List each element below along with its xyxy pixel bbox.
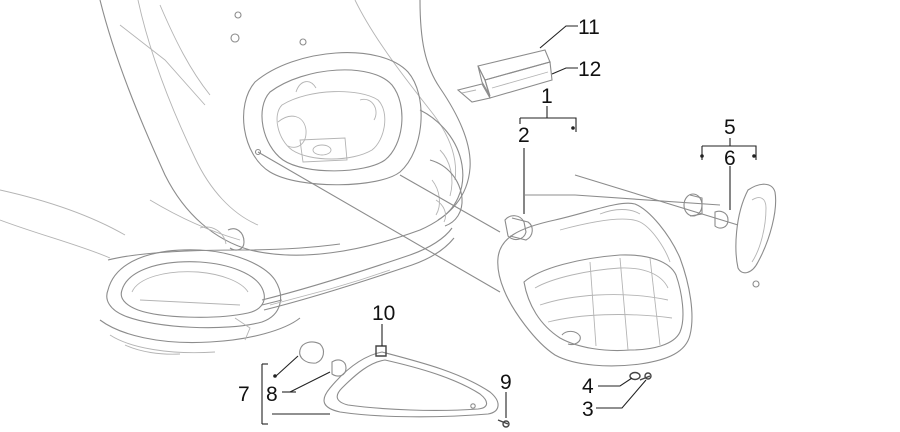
left-indicator [299,341,510,428]
licence-plate-light [456,49,553,103]
part-label-7: 7 [238,383,250,406]
part-label-6: 6 [724,147,736,170]
scooter-rear-body [0,0,471,355]
tail-lamp-assembly [497,202,693,367]
part-label-11: 11 [578,16,600,39]
leader-lines [261,25,757,425]
right-indicator [683,183,777,288]
part-label-12: 12 [578,58,601,81]
part-label-8: 8 [266,383,278,406]
part-label-1: 1 [541,85,553,108]
part-label-9: 9 [500,371,512,394]
part-label-3: 3 [582,398,594,421]
assembly-guide-lines [257,151,739,306]
part-label-5: 5 [724,116,736,139]
part-label-4: 4 [582,375,594,398]
part-number-labels: 11 12 1 2 5 6 10 7 8 9 4 3 [238,16,736,421]
part-label-2: 2 [518,124,530,147]
part-label-10: 10 [372,302,395,325]
tail-bulb [504,215,533,241]
lamp-screw-washer [629,371,652,381]
